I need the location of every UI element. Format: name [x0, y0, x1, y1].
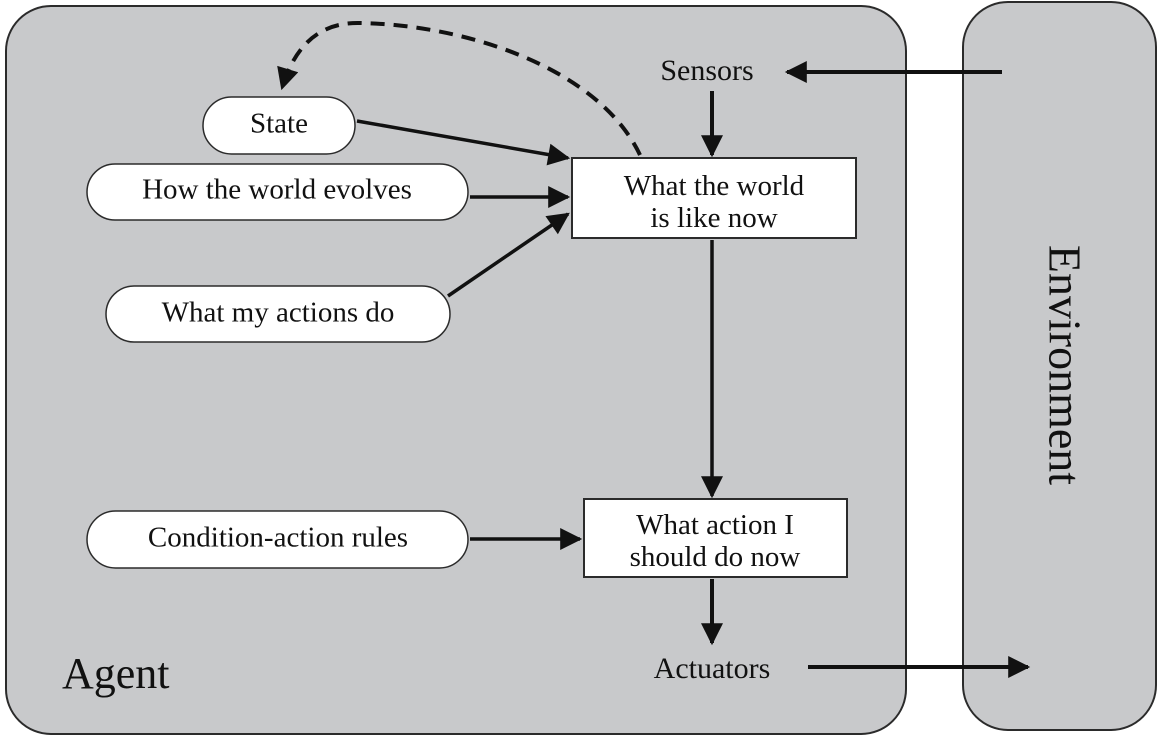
state-oval: State	[202, 96, 356, 155]
action-now-line2: should do now	[630, 541, 801, 573]
world-evolves-oval: How the world evolves	[86, 163, 469, 221]
action-now-line1: What action I	[636, 509, 794, 541]
arrow-world-to-state-dashed	[277, 20, 642, 156]
actions-do-oval-label: What my actions do	[162, 297, 395, 329]
arrow-actions-to-world	[447, 212, 570, 298]
environment-panel	[962, 1, 1157, 731]
agent-label: Agent	[62, 649, 170, 698]
sensors-label: Sensors	[660, 54, 753, 87]
rules-oval-label: Condition-action rules	[148, 522, 408, 554]
state-oval-label: State	[250, 108, 308, 140]
rules-oval: Condition-action rules	[86, 510, 469, 569]
world-now-line2: is like now	[650, 202, 777, 234]
agent-panel	[5, 5, 907, 735]
environment-label: Environment	[1039, 245, 1090, 485]
arrow-state-to-world	[356, 119, 571, 166]
world-evolves-oval-label: How the world evolves	[142, 174, 412, 206]
world-now-box: What the world is like now	[571, 157, 857, 239]
world-now-line1: What the world	[624, 170, 805, 202]
actions-do-oval: What my actions do	[105, 285, 451, 343]
actuators-label: Actuators	[654, 652, 771, 685]
action-now-box: What action I should do now	[583, 498, 848, 578]
